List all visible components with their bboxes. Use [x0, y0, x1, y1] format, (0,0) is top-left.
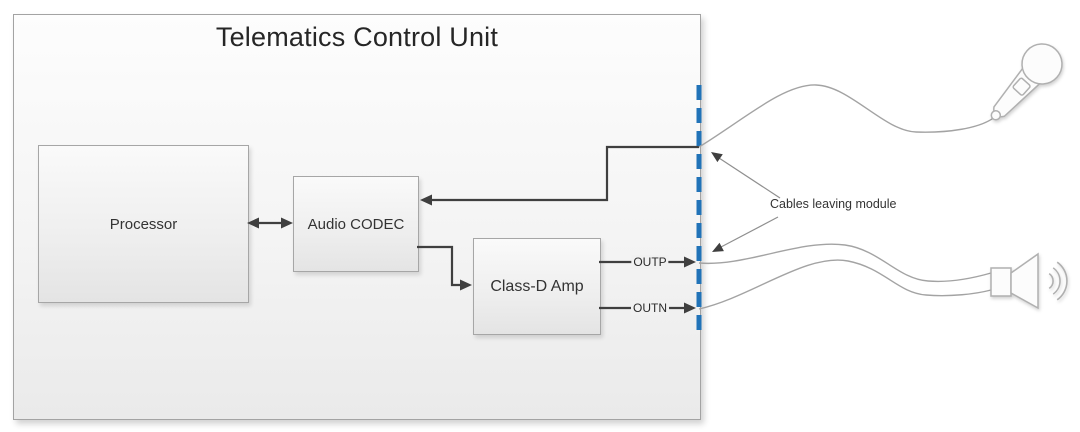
- annotation-arrow-bottom: [712, 216, 779, 252]
- speaker-cable-bottom: [698, 259, 992, 310]
- block-class-d-amp: Class-D Amp: [473, 238, 601, 335]
- microphone-cable: [698, 84, 997, 148]
- tcu-title: Telematics Control Unit: [215, 22, 499, 52]
- microphone-icon: [990, 43, 1063, 121]
- block-class-d-amp-label: Class-D Amp: [490, 277, 584, 295]
- annotation-arrow-top: [711, 152, 781, 199]
- annotation-cables-leaving-module: Cables leaving module: [770, 197, 897, 211]
- block-processor: Processor: [38, 145, 249, 303]
- speaker-cable-top: [698, 243, 992, 283]
- block-processor-label: Processor: [109, 215, 178, 233]
- block-audio-codec: Audio CODEC: [293, 176, 419, 272]
- speaker-icon: [990, 252, 1068, 310]
- signal-label-outn: OUTN: [631, 301, 669, 315]
- block-audio-codec-label: Audio CODEC: [307, 215, 405, 233]
- signal-label-outp: OUTP: [631, 255, 669, 269]
